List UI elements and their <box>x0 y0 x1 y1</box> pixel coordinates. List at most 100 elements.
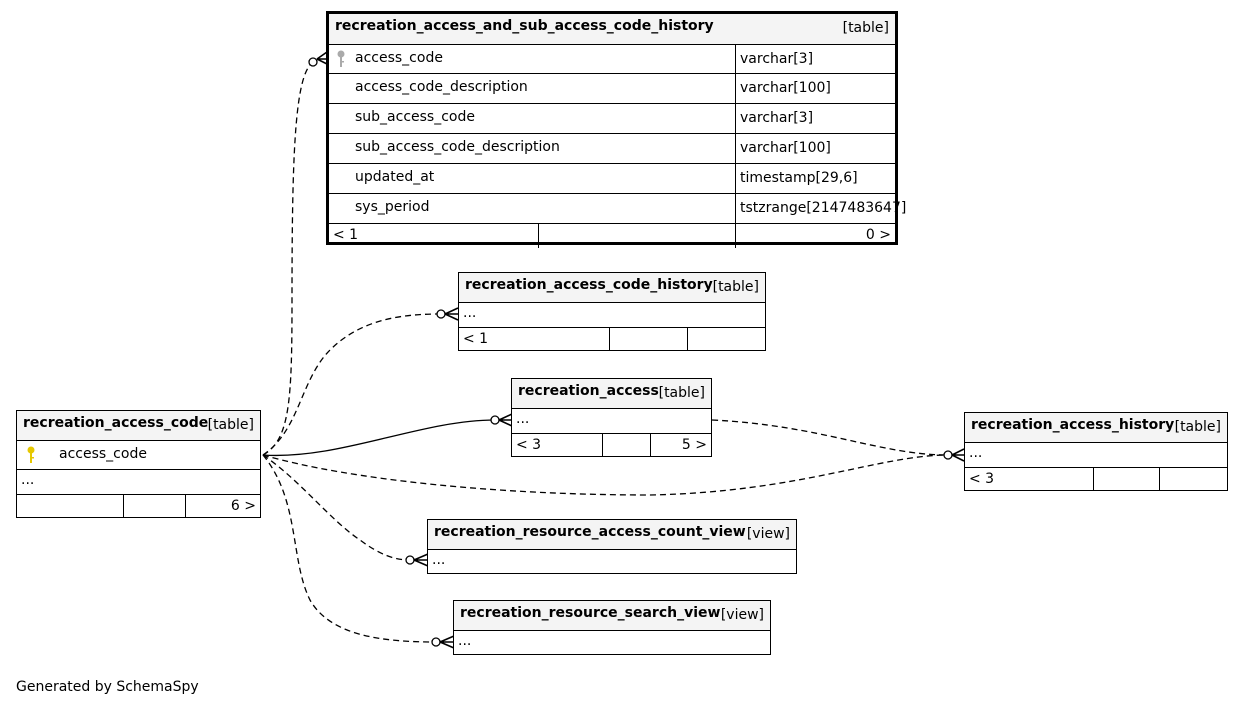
key-icon <box>337 50 345 67</box>
view-name: recreation_resource_search_view <box>460 605 721 621</box>
view-kind: [view] <box>746 526 790 542</box>
footer-cell-parents[interactable]: < 3 <box>965 468 1094 491</box>
column-name: access_code <box>59 446 147 462</box>
view-header: recreation_resource_access_count_view [v… <box>428 520 796 550</box>
footer-cell-middle <box>603 434 651 457</box>
column-type: timestamp[29,6] <box>735 164 858 193</box>
column-name: access_code <box>355 50 443 66</box>
view-name: recreation_resource_access_count_view <box>434 524 746 540</box>
table-kind: [table] <box>207 417 254 433</box>
crowfoot-access-history <box>951 448 965 462</box>
column-row[interactable]: access_code <box>17 441 260 470</box>
edge-to-focus-table <box>262 61 314 456</box>
parents-count: < 3 <box>516 437 542 453</box>
table-name: recreation_access <box>518 383 659 399</box>
table-name: recreation_access_code_history <box>465 277 713 293</box>
crowfoot-access <box>498 413 513 427</box>
columns-ellipsis: ... <box>432 552 446 568</box>
table-kind: [table] <box>658 385 705 401</box>
footer-cell-middle <box>1094 468 1160 491</box>
column-name: sub_access_code_description <box>355 139 560 155</box>
column-row[interactable]: access_code_description varchar[100] <box>329 74 895 104</box>
columns-ellipsis: ... <box>512 409 711 434</box>
column-name: sub_access_code <box>355 109 475 125</box>
table-name: recreation_access_code <box>23 415 209 431</box>
footer-cell-children[interactable] <box>1160 468 1227 491</box>
table-footer: < 3 5 > <box>512 434 711 457</box>
zero-marker-access <box>490 415 500 425</box>
column-row[interactable]: sys_period tstzrange[2147483647] <box>329 194 906 224</box>
footer-cell-parents[interactable]: < 3 <box>512 434 603 457</box>
table-footer: < 3 <box>965 468 1227 491</box>
column-name: access_code_description <box>355 79 528 95</box>
zero-marker-focus <box>308 57 318 67</box>
column-row[interactable]: updated_at timestamp[29,6] <box>329 164 895 194</box>
edge-to-access <box>262 419 496 457</box>
children-count: 6 > <box>230 498 256 514</box>
focus-table[interactable]: recreation_access_and_sub_access_code_hi… <box>326 11 906 248</box>
table-header: recreation_access_code [table] <box>17 411 260 441</box>
footer-cell-children[interactable]: 6 > <box>186 495 260 518</box>
crowfoot-search-view <box>439 635 455 649</box>
footer-cell-parents[interactable]: < 1 <box>459 328 610 351</box>
crowfoot-count-view <box>413 553 429 567</box>
columns-ellipsis: ... <box>459 303 765 328</box>
footer-cell-children[interactable]: 5 > <box>651 434 711 457</box>
footer-cell-children[interactable] <box>688 328 765 351</box>
view-access-count[interactable]: recreation_resource_access_count_view [v… <box>427 519 797 574</box>
focus-table-kind: [table] <box>842 20 889 36</box>
footer-cell-middle <box>539 224 736 248</box>
table-footer: 6 > <box>17 495 260 518</box>
column-type: varchar[100] <box>735 134 831 163</box>
footer-cell-parents[interactable]: < 1 <box>329 224 539 248</box>
primary-key-icon <box>27 446 35 463</box>
zero-marker-access-history <box>943 450 953 460</box>
table-name: recreation_access_history <box>971 417 1175 433</box>
footer-cell-children[interactable]: 0 > <box>736 224 895 248</box>
footer-cell-parents[interactable] <box>17 495 124 518</box>
edge-to-count-view <box>262 454 411 561</box>
parents-count: < 1 <box>333 227 359 243</box>
table-access[interactable]: recreation_access [table] ... < 3 5 > <box>511 378 712 457</box>
view-header: recreation_resource_search_view [view] <box>454 601 770 631</box>
columns-ellipsis: ... <box>17 470 260 495</box>
focus-table-header: recreation_access_and_sub_access_code_hi… <box>329 14 895 45</box>
crowfoot-focus <box>316 51 328 65</box>
columns-ellipsis: ... <box>965 443 1227 468</box>
children-count: 0 > <box>865 227 891 243</box>
parents-count: < 1 <box>463 331 489 347</box>
crowfoot-code-history <box>444 307 459 321</box>
column-type: varchar[100] <box>735 74 831 103</box>
column-row[interactable]: sub_access_code varchar[3] <box>329 104 895 134</box>
generated-by-label: Generated by SchemaSpy <box>16 679 199 695</box>
column-type: tstzrange[2147483647] <box>735 194 906 223</box>
table-access-code[interactable]: recreation_access_code [table] access_co… <box>16 410 261 518</box>
table-code-history[interactable]: recreation_access_code_history [table] .… <box>458 272 766 351</box>
table-header: recreation_access_code_history [table] <box>459 273 765 303</box>
footer-cell-middle <box>610 328 688 351</box>
zero-marker-search-view <box>431 637 441 647</box>
view-resource-search[interactable]: recreation_resource_search_view [view] .… <box>453 600 771 655</box>
column-type: varchar[3] <box>735 104 813 133</box>
focus-table-footer: < 1 0 > <box>329 224 895 248</box>
zero-marker-count-view <box>405 555 415 565</box>
column-type: varchar[3] <box>735 45 813 73</box>
table-header: recreation_access [table] <box>512 379 711 409</box>
view-kind: [view] <box>720 607 764 623</box>
column-name: updated_at <box>355 169 435 185</box>
edge-to-search-view <box>262 454 437 643</box>
column-row[interactable]: access_code varchar[3] <box>329 45 895 74</box>
zero-marker-code-history <box>436 309 446 319</box>
edge-to-access-history <box>262 454 949 496</box>
children-count: 5 > <box>681 437 707 453</box>
table-header: recreation_access_history [table] <box>965 413 1227 443</box>
table-footer: < 1 <box>459 328 765 351</box>
column-name: sys_period <box>355 199 430 215</box>
table-access-history[interactable]: recreation_access_history [table] ... < … <box>964 412 1228 491</box>
edge-to-code-history <box>262 313 441 456</box>
column-row[interactable]: sub_access_code_description varchar[100] <box>329 134 895 164</box>
columns-ellipsis: ... <box>458 633 472 649</box>
table-kind: [table] <box>712 279 759 295</box>
footer-cell-middle <box>124 495 186 518</box>
